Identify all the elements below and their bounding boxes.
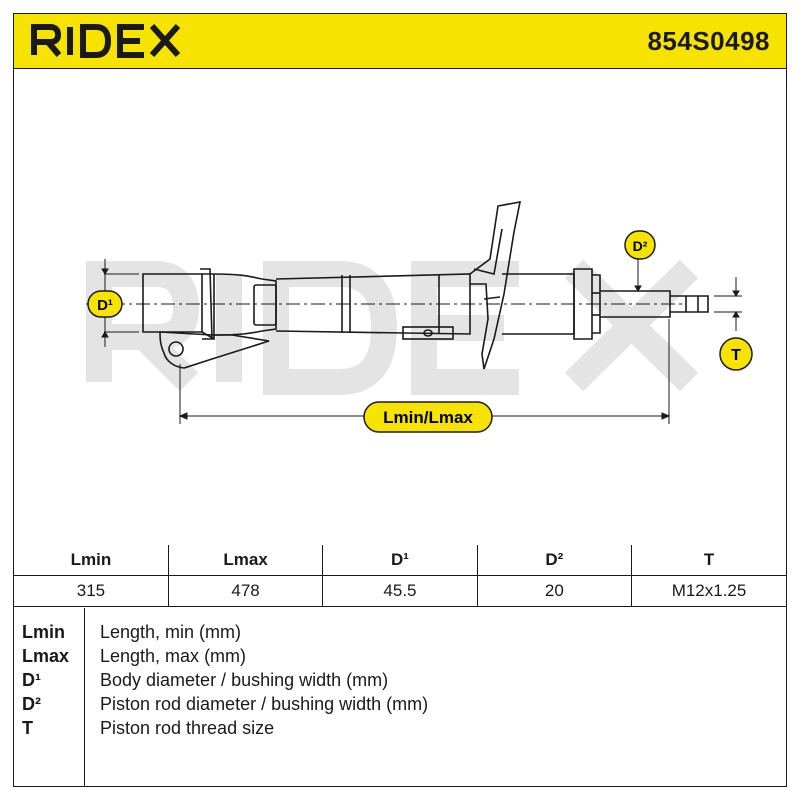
spec-value-t: M12x1.25 xyxy=(631,575,786,607)
spec-table: Lmin Lmax D¹ D² T 315 478 45.5 20 M12x1.… xyxy=(14,545,786,607)
legend-description: Length, min (mm) xyxy=(100,622,242,642)
label-length: Lmin/Lmax xyxy=(363,401,493,433)
spec-value-d2: 20 xyxy=(476,575,633,607)
spec-header-lmax: Lmax xyxy=(167,545,324,576)
d2-dimension xyxy=(634,259,642,292)
legend-description: Length, max (mm) xyxy=(100,646,247,666)
legend-key: D¹ xyxy=(22,670,41,690)
label-d2-text: D² xyxy=(633,238,648,254)
header-bar: 854S0498 xyxy=(14,14,786,69)
spec-header-t: T xyxy=(631,545,786,576)
legend-description: Piston rod diameter / bushing width (mm) xyxy=(100,694,429,714)
label-d1: D¹ xyxy=(87,290,123,318)
spec-header-d1: D¹ xyxy=(322,545,478,576)
label-t-text: T xyxy=(731,347,741,364)
technical-drawing: D¹ D² T Lmin/Lmax xyxy=(14,69,786,545)
label-length-text: Lmin/Lmax xyxy=(383,408,473,427)
part-number: 854S0498 xyxy=(647,26,770,56)
spec-table-header-row: Lmin Lmax D¹ D² T xyxy=(14,545,786,576)
label-d1-text: D¹ xyxy=(97,297,113,314)
label-t: T xyxy=(719,337,753,371)
legend-key: T xyxy=(22,718,33,738)
legend-description: Body diameter / bushing width (mm) xyxy=(100,670,389,690)
legend-description: Piston rod thread size xyxy=(100,718,275,738)
legend-divider xyxy=(84,608,85,786)
t-dimension xyxy=(714,277,742,331)
label-d2: D² xyxy=(624,230,656,260)
legend-key: Lmin xyxy=(22,622,65,642)
spec-header-lmin: Lmin xyxy=(14,545,169,576)
legend-key: Lmax xyxy=(22,646,70,666)
spec-value-lmax: 478 xyxy=(167,575,324,607)
spec-table-value-row: 315 478 45.5 20 M12x1.25 xyxy=(14,575,786,607)
spec-value-lmin: 315 xyxy=(14,575,169,607)
shock-absorber-drawing: D¹ D² T Lmin/Lmax xyxy=(86,201,753,433)
spec-value-d1: 45.5 xyxy=(322,575,478,607)
legend: Lmin Length, min (mm) Lmax Length, max (… xyxy=(14,608,786,786)
legend-key: D² xyxy=(22,694,41,714)
damper-body xyxy=(142,201,709,370)
ridex-logo xyxy=(31,23,181,58)
spec-header-d2: D² xyxy=(476,545,633,576)
product-sheet: 854S0498 xyxy=(13,13,787,787)
